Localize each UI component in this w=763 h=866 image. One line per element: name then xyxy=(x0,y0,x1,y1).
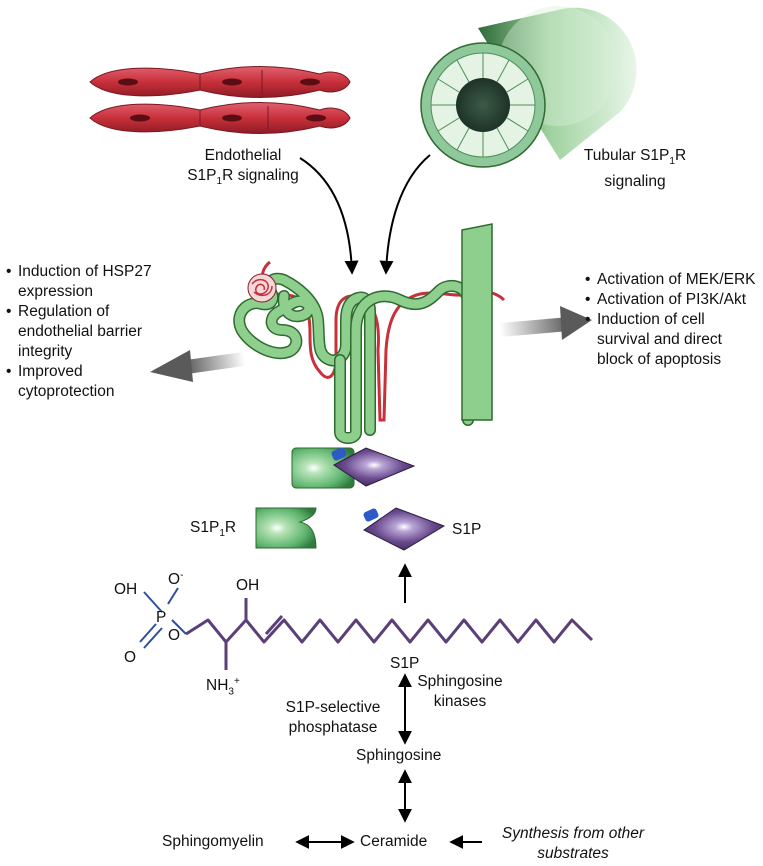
tubular-label-line1: Tubular S1P1R xyxy=(565,146,705,172)
right-effect-item: Induction of cell survival and direct bl… xyxy=(585,310,760,370)
endothelial-label-s1p: S1P xyxy=(187,167,217,184)
left-effects-list: Induction of HSP27 expression Regulation… xyxy=(6,262,181,402)
receptor-label-r: R xyxy=(224,519,237,536)
left-effect-item: Induction of HSP27 expression xyxy=(6,262,181,302)
o-minus-charge: - xyxy=(180,570,184,581)
receptor-ligand-complex xyxy=(291,447,416,489)
synthesis-line1: Synthesis from other xyxy=(501,825,645,842)
tubular-signal-arrow xyxy=(379,154,431,275)
s1p-molecule-structure xyxy=(139,587,594,670)
phosphatase-line1: S1P-selective xyxy=(285,699,381,716)
tubular-label-line2: signaling xyxy=(604,173,666,191)
amine-nh: NH xyxy=(206,677,229,695)
endothelial-cells-illustration xyxy=(89,66,351,134)
s1p-ligand-label: S1P xyxy=(452,521,482,538)
amine-charge: + xyxy=(233,676,240,687)
sphingosine-label: Sphingosine xyxy=(356,747,442,764)
receptor-label-s1p: S1P xyxy=(190,519,220,536)
phosphate-double-o-label: O xyxy=(124,649,137,666)
amine-sub: 3 xyxy=(228,686,234,698)
kinases-line1: Sphingosine xyxy=(417,673,503,690)
tubule-cross-section-illustration xyxy=(420,6,637,168)
receptor-label: S1P1R xyxy=(190,518,236,544)
phosphatase-line2: phosphatase xyxy=(288,719,378,736)
phosphate-link-o-label: O xyxy=(168,627,181,644)
endothelial-label: Endothelial S1P1R signaling xyxy=(158,146,328,192)
right-effects-list: Activation of MEK/ERK Activation of PI3K… xyxy=(585,270,760,370)
sphingosine-kinases-label: Sphingosine kinases xyxy=(410,672,510,712)
endothelial-label-signaling: R signaling xyxy=(222,167,299,184)
endothelial-label-sub: 1 xyxy=(216,176,223,188)
left-effect-item: Improved cytoprotection xyxy=(6,362,181,402)
right-effect-item: Activation of PI3K/Akt xyxy=(585,290,760,310)
endothelial-cell-row-bottom xyxy=(89,102,351,134)
phosphatase-label: S1P-selective phosphatase xyxy=(268,698,398,738)
sphingomyelin-label: Sphingomyelin xyxy=(162,833,264,850)
endothelial-label-line1: Endothelial xyxy=(204,147,282,164)
ceramide-label: Ceramide xyxy=(360,833,428,850)
endothelial-signal-arrow xyxy=(299,157,359,275)
endothelial-label-line2: S1P1R signaling xyxy=(158,166,328,192)
receptor-label-sub: 1 xyxy=(219,528,225,540)
receptor-free xyxy=(255,507,317,549)
hydroxyl-label: OH xyxy=(236,577,260,594)
synthesis-label: Synthesis from other substrates xyxy=(488,824,658,864)
phosphate-oh-label: OH xyxy=(114,581,138,598)
ligand-free xyxy=(363,507,446,551)
nephron-illustration xyxy=(233,223,506,444)
o-minus-atom: O xyxy=(168,571,181,589)
pathway-s1p-label: S1P xyxy=(390,655,420,672)
tubular-label: Tubular S1P1R signaling xyxy=(565,146,705,192)
tubular-label-s1p: Tubular S1P xyxy=(583,147,670,164)
synthesis-line2: substrates xyxy=(537,845,609,862)
amine-label: NH3+ xyxy=(206,672,240,702)
phosphate-o-minus-label: O- xyxy=(168,566,183,590)
right-effect-item: Activation of MEK/ERK xyxy=(585,270,760,290)
kinases-line2: kinases xyxy=(433,693,487,710)
left-effect-item: Regulation of endothelial barrier integr… xyxy=(6,302,181,362)
right-output-arrow xyxy=(499,306,592,340)
phosphorus-label: P xyxy=(156,609,167,626)
endothelial-cell-row-top xyxy=(89,66,351,98)
tubular-label-r: R xyxy=(674,147,687,164)
tubular-label-sub: 1 xyxy=(669,156,675,168)
